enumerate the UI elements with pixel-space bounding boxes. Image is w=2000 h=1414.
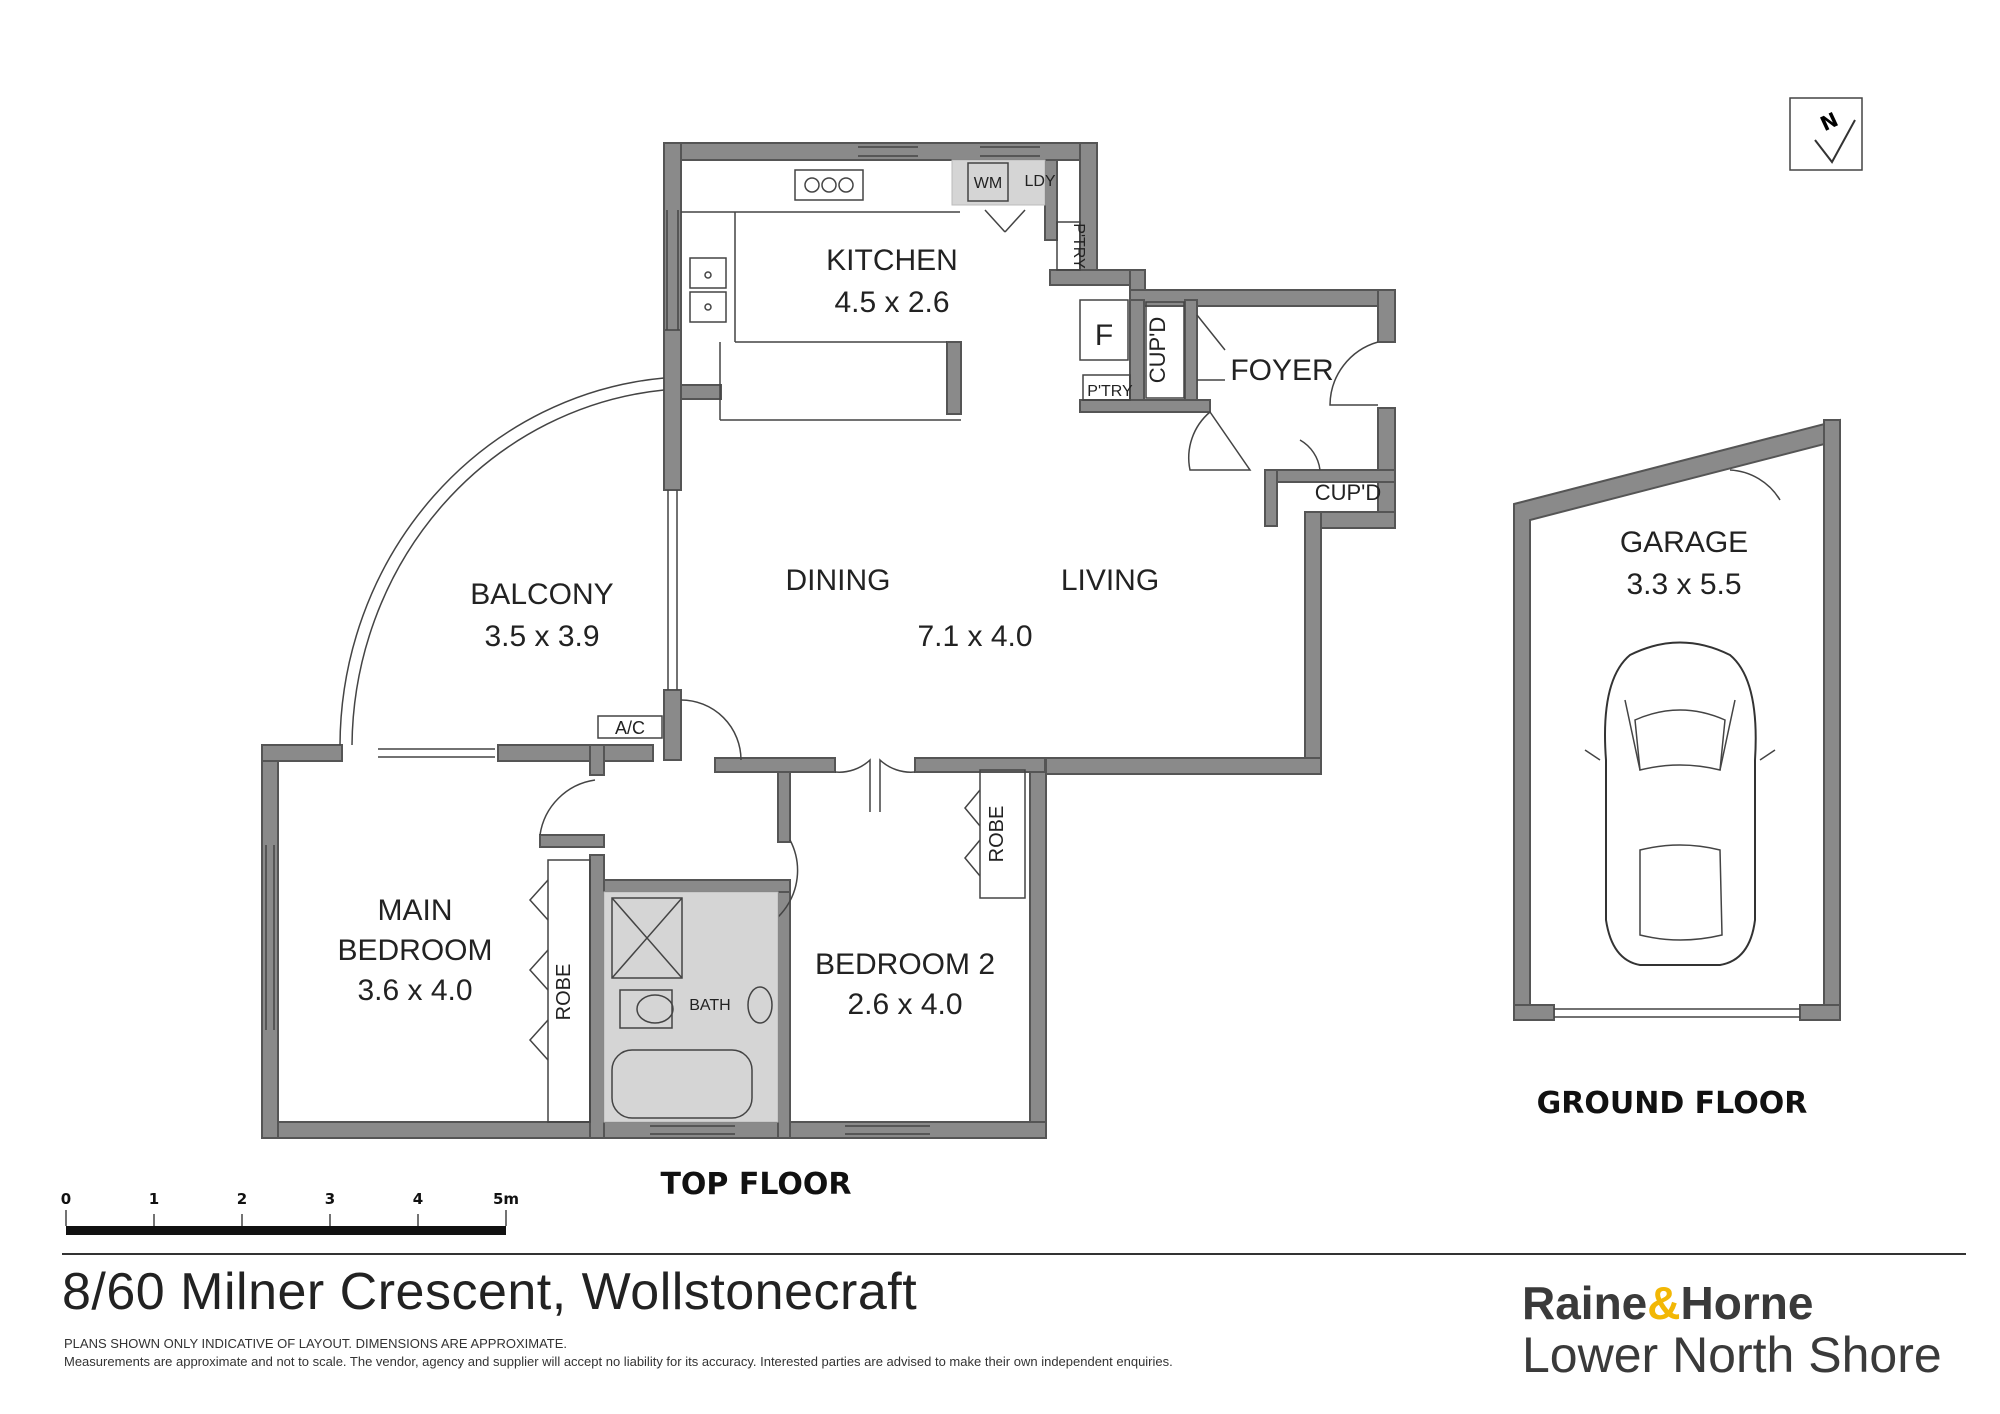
balcony-size: 3.5 x 3.9: [484, 620, 599, 653]
footer-divider: [62, 1253, 1966, 1255]
kitchen-label: KITCHEN: [826, 244, 958, 277]
top-floor-label: TOP FLOOR: [660, 1167, 851, 1202]
pantry-1-label: P'TRY: [1070, 223, 1087, 269]
balcony-edge: [339, 377, 665, 746]
laundry-label: LDY: [1024, 173, 1055, 190]
foyer-label: FOYER: [1230, 354, 1333, 387]
scale-tick-5m: 5m: [493, 1190, 519, 1208]
north-compass-icon: N: [1789, 97, 1863, 171]
dining-label: DINING: [786, 564, 891, 597]
cupboard-2-label: CUP'D: [1315, 480, 1382, 505]
aircon-unit: [597, 715, 663, 739]
compass-letter: N: [1817, 107, 1842, 136]
scale-tick-1: 1: [149, 1190, 159, 1208]
ground-floor-label: GROUND FLOOR: [1537, 1086, 1808, 1121]
balcony-label: BALCONY: [470, 578, 613, 611]
bedroom-2-label: BEDROOM 2: [815, 948, 995, 981]
main-bedroom-label-line1: MAIN: [378, 894, 453, 927]
garage-walls: [1513, 418, 1841, 1021]
bath-label: BATH: [689, 997, 730, 1014]
scale-tick-4: 4: [413, 1190, 423, 1208]
main-bedroom-size: 3.6 x 4.0: [357, 974, 472, 1007]
kitchen-size: 4.5 x 2.6: [834, 286, 949, 319]
bathroom-fittings: [603, 891, 779, 1123]
robe-1-label: ROBE: [553, 964, 575, 1021]
floor-plan: N KITCHEN 4.5 x 2.6 WM LDY P'TRY P'TRY F…: [61, 97, 1863, 1235]
scale-tick-2: 2: [237, 1190, 247, 1208]
pantry-2-label: P'TRY: [1087, 383, 1133, 400]
agency-office: Lower North Shore: [1522, 1327, 1942, 1383]
brand-ampersand: &: [1647, 1277, 1681, 1329]
scale-tick-3: 3: [325, 1190, 335, 1208]
cupboard-1-label: CUP'D: [1145, 317, 1170, 384]
car-icon: [1584, 641, 1776, 966]
windows: [265, 146, 1040, 1135]
aircon-label: A/C: [615, 718, 645, 738]
scale-tick-0: 0: [61, 1190, 71, 1208]
brand-horne: Horne: [1680, 1277, 1814, 1329]
top-floor-walls: [261, 142, 1396, 1139]
agency-logo: Raine&Horne: [1522, 1276, 1813, 1330]
garage-size: 3.3 x 5.5: [1626, 568, 1741, 601]
garage-label: GARAGE: [1620, 526, 1748, 559]
wm-label: WM: [974, 175, 1002, 192]
living-label: LIVING: [1061, 564, 1159, 597]
kitchen-fittings: [681, 159, 1226, 421]
disclaimer-line-2: Measurements are approximate and not to …: [64, 1354, 1173, 1369]
bedroom-2-size: 2.6 x 4.0: [847, 988, 962, 1021]
main-bedroom-label-line2: BEDROOM: [337, 934, 492, 967]
property-address: 8/60 Milner Crescent, Wollstonecraft: [62, 1263, 918, 1321]
fridge-label: F: [1095, 319, 1113, 352]
living-size: 7.1 x 4.0: [917, 620, 1032, 653]
robe-2-label: ROBE: [986, 806, 1008, 863]
robes: [528, 769, 1026, 1123]
disclaimer-line-1: PLANS SHOWN ONLY INDICATIVE OF LAYOUT. D…: [64, 1336, 568, 1351]
brand-raine: Raine: [1522, 1277, 1648, 1329]
scale-bar: 0 1 2 3 4 5m: [61, 1190, 519, 1235]
